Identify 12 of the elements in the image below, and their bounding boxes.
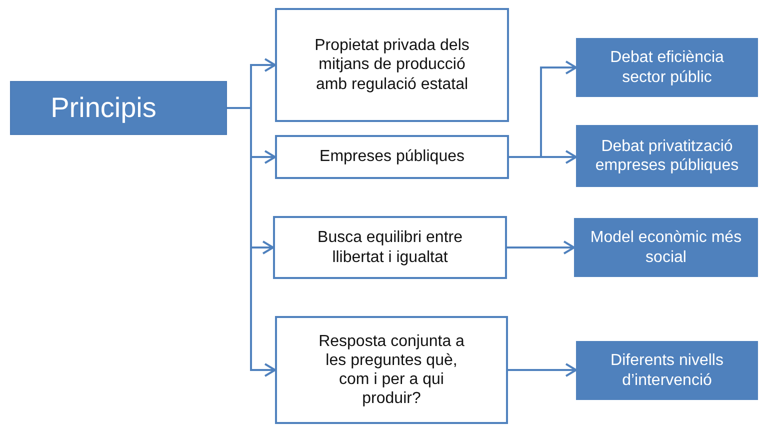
label-box: Principis: [10, 81, 227, 135]
arrow: [508, 363, 577, 377]
text-box: Busca equilibri entre llibertat i igualtat: [273, 216, 507, 279]
arrow: [507, 240, 575, 254]
label-box: Diferents nivells d’intervenció: [576, 341, 758, 400]
text-box: Propietat privada dels mitjans de producció amb regulació estatal: [275, 8, 509, 122]
arrow: [227, 107, 276, 377]
text-box: Empreses públiques: [275, 135, 509, 179]
label-box: Debat privatització empreses públiques: [576, 125, 758, 187]
label-box: Debat eficiència sector públic: [576, 38, 758, 97]
text-box: Resposta conjunta a les preguntes què, com i per a qui produir?: [275, 316, 508, 424]
label-box: Model econòmic més social: [574, 218, 758, 277]
